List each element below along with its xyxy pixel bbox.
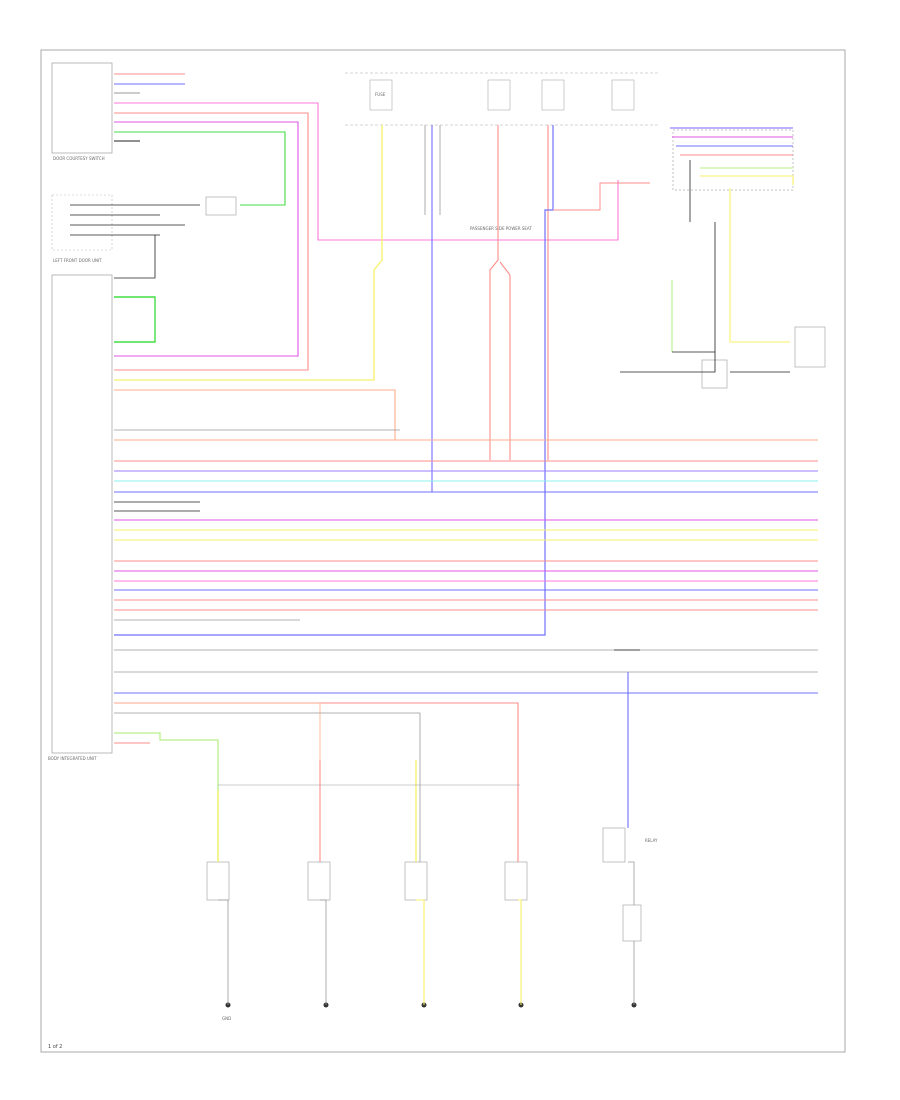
wire-blue-21 xyxy=(114,125,554,636)
wire-orange-22 xyxy=(114,389,396,440)
wire-red-18 xyxy=(489,125,499,460)
wire-yellow-70 xyxy=(416,899,425,1005)
wire-lt_green-60 xyxy=(114,732,219,862)
switch-group xyxy=(205,129,826,942)
diagram-border xyxy=(40,49,846,1053)
label-fuse: FUSE xyxy=(375,92,386,97)
label-passenger-unit: PASSENGER SIDE POWER SEAT xyxy=(470,226,532,231)
wire-orange-58 xyxy=(114,702,321,862)
wire-yellow-71 xyxy=(518,899,522,1005)
wire-red-4 xyxy=(114,112,309,371)
label-ground: GND xyxy=(222,1016,231,1021)
wire-black-12 xyxy=(114,235,156,279)
wire-yellow-28 xyxy=(700,175,794,185)
wire-group xyxy=(70,73,818,1005)
fuse-group xyxy=(345,72,660,126)
wire-pink-3 xyxy=(114,102,619,241)
module-top-left xyxy=(51,62,113,154)
label-unit-left: LEFT FRONT DOOR UNIT xyxy=(53,258,102,263)
wire-gray-59 xyxy=(114,712,421,862)
label-relay: RELAY xyxy=(645,838,658,843)
wire-gray-72 xyxy=(628,861,635,905)
wire-green-13 xyxy=(114,296,156,343)
label-door-unit: DOOR COURTESY SWITCH xyxy=(53,156,105,161)
module-mid-left xyxy=(51,194,113,251)
wire-black-30 xyxy=(620,222,716,373)
wire-magenta-5 xyxy=(114,121,299,357)
figure-number: 1 of 2 xyxy=(48,1044,62,1050)
module-bcm xyxy=(51,274,113,754)
wire-green-6 xyxy=(114,131,286,206)
wire-gray-68 xyxy=(218,899,229,1005)
label-bcm: BODY INTEGRATED UNIT xyxy=(48,756,97,761)
wire-yellow-14 xyxy=(114,125,383,381)
wire-yellow-31 xyxy=(729,188,790,343)
wire-red-19 xyxy=(499,261,511,460)
wire-red-57 xyxy=(114,702,519,862)
wire-gray-69 xyxy=(320,899,327,1005)
ground-group xyxy=(225,1002,637,1008)
wire-red-35 xyxy=(553,182,650,211)
